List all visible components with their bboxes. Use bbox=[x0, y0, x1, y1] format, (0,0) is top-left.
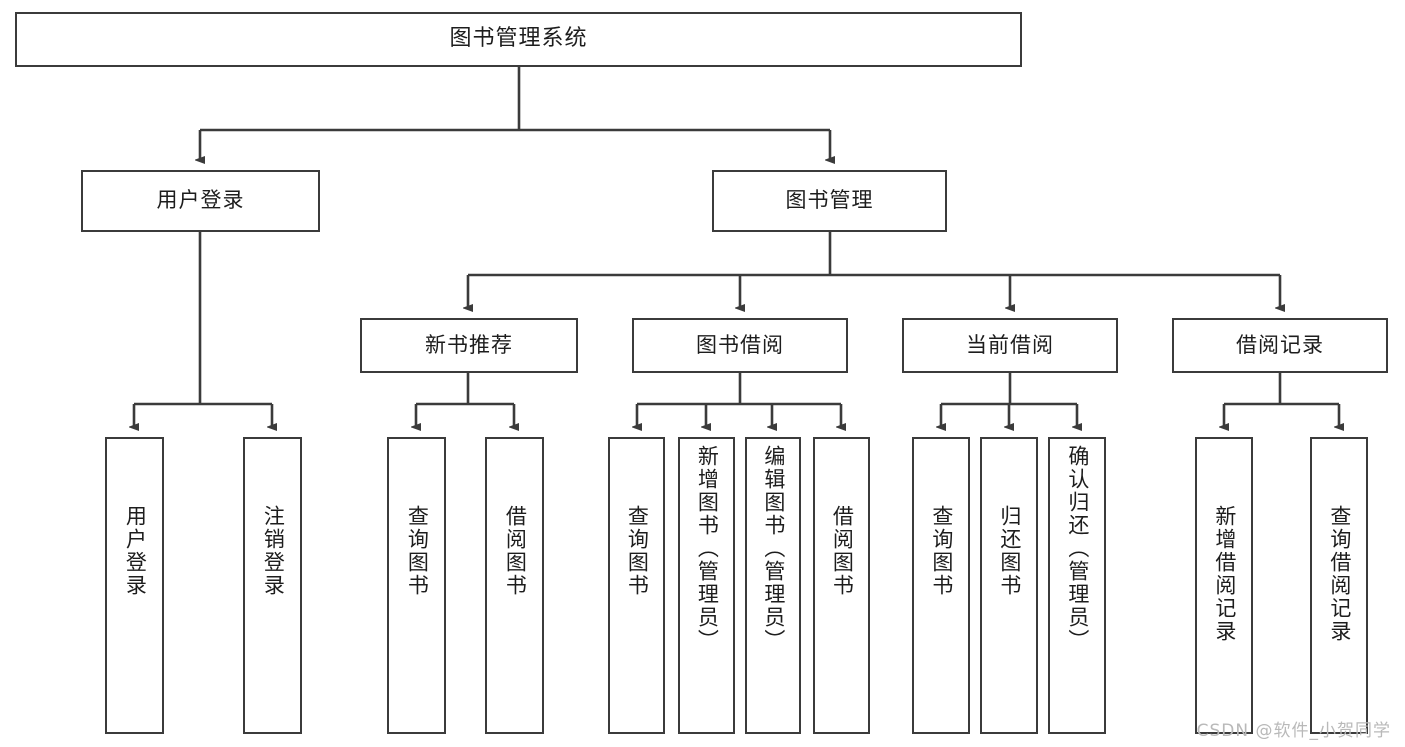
leaf-add-borrow-record[interactable]: 新增借阅记录 bbox=[1195, 437, 1253, 734]
leaf-confirm-return-admin[interactable]: 确认归还（管理员） bbox=[1048, 437, 1106, 734]
leaf-label: 借阅图书 bbox=[503, 505, 528, 597]
leaf-label: 查询图书 bbox=[929, 505, 954, 597]
leaf-label: 查询图书 bbox=[625, 505, 650, 597]
leaf-label: 编辑图书（管理员） bbox=[761, 445, 786, 652]
leaf-label: 用户登录 bbox=[123, 505, 148, 597]
leaf-current-query-book[interactable]: 查询图书 bbox=[912, 437, 970, 734]
node-borrow-record[interactable]: 借阅记录 bbox=[1172, 318, 1388, 373]
leaf-label: 查询图书 bbox=[405, 505, 430, 597]
leaf-label: 确认归还（管理员） bbox=[1065, 445, 1090, 652]
leaf-label: 新增借阅记录 bbox=[1212, 505, 1237, 643]
node-label: 新书推荐 bbox=[425, 332, 513, 357]
node-book-management[interactable]: 图书管理 bbox=[712, 170, 947, 232]
node-label: 借阅记录 bbox=[1236, 332, 1324, 357]
leaf-label: 借阅图书 bbox=[830, 505, 855, 597]
leaf-add-book-admin[interactable]: 新增图书（管理员） bbox=[678, 437, 735, 734]
leaf-return-book[interactable]: 归还图书 bbox=[980, 437, 1038, 734]
node-book-borrowing[interactable]: 图书借阅 bbox=[632, 318, 848, 373]
node-user-login[interactable]: 用户登录 bbox=[81, 170, 320, 232]
node-label: 图书管理系统 bbox=[449, 26, 588, 52]
node-new-book-recommendation[interactable]: 新书推荐 bbox=[360, 318, 578, 373]
leaf-user-login[interactable]: 用户登录 bbox=[105, 437, 164, 734]
leaf-query-borrow-record[interactable]: 查询借阅记录 bbox=[1310, 437, 1368, 734]
leaf-label: 归还图书 bbox=[997, 505, 1022, 597]
watermark: CSDN @软件_小贺同学 bbox=[1196, 721, 1391, 741]
leaf-new-book-borrow[interactable]: 借阅图书 bbox=[485, 437, 544, 734]
leaf-new-book-query[interactable]: 查询图书 bbox=[387, 437, 446, 734]
leaf-label: 新增图书（管理员） bbox=[695, 445, 720, 652]
node-label: 图书管理 bbox=[785, 188, 874, 213]
node-label: 当前借阅 bbox=[966, 332, 1054, 357]
leaf-logout[interactable]: 注销登录 bbox=[243, 437, 302, 734]
leaf-borrow-book[interactable]: 借阅图书 bbox=[813, 437, 870, 734]
node-root-book-management-system[interactable]: 图书管理系统 bbox=[15, 12, 1022, 67]
leaf-borrow-query-book[interactable]: 查询图书 bbox=[608, 437, 665, 734]
node-label: 图书借阅 bbox=[696, 332, 784, 357]
leaf-label: 查询借阅记录 bbox=[1327, 505, 1352, 643]
node-current-borrowing[interactable]: 当前借阅 bbox=[902, 318, 1118, 373]
leaf-edit-book-admin[interactable]: 编辑图书（管理员） bbox=[745, 437, 801, 734]
leaf-label: 注销登录 bbox=[261, 505, 286, 597]
node-label: 用户登录 bbox=[156, 188, 245, 213]
